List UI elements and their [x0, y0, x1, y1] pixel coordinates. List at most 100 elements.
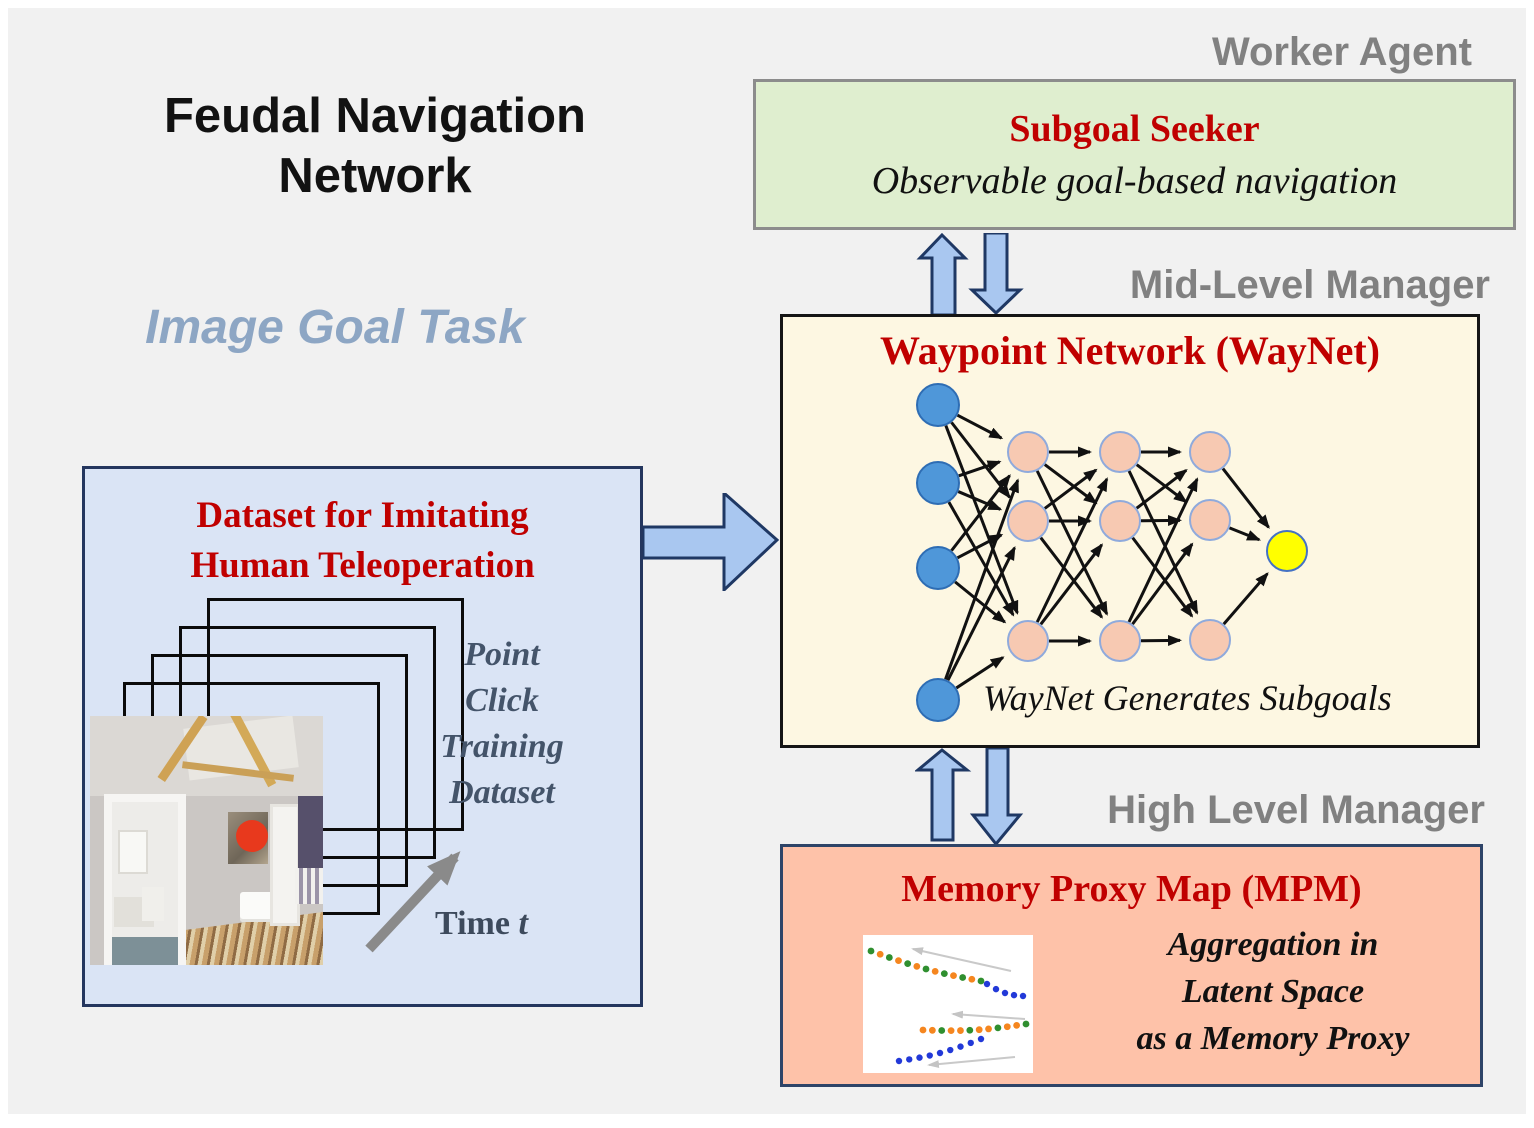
network-node [916, 678, 960, 722]
network-node [1266, 530, 1308, 572]
latent-point [926, 1052, 933, 1059]
down-arrow-icon [968, 233, 1024, 316]
network-node [916, 461, 960, 505]
latent-point [928, 1026, 936, 1034]
latent-point [1022, 1020, 1030, 1028]
latent-point [940, 970, 948, 977]
latent-point [947, 1046, 954, 1054]
latent-point [992, 985, 1000, 993]
subgoal-seeker-title: Subgoal Seeker [1009, 107, 1260, 150]
latent-point [938, 1027, 946, 1034]
latent-point [906, 1056, 913, 1063]
up-arrow-icon [916, 233, 969, 317]
dataset-title: Dataset for Imitating Human Teleoperatio… [85, 491, 640, 591]
photo-red-circle-art [236, 820, 268, 852]
latent-point [1010, 991, 1018, 999]
worker-mid-arrows [916, 233, 1024, 317]
photo-rug [112, 937, 178, 965]
mpm-caption: Aggregation in Latent Space as a Memory … [1073, 921, 1473, 1062]
mpm-caption-line3: as a Memory Proxy [1136, 1020, 1410, 1057]
time-arrow [365, 851, 461, 953]
latent-point [957, 1043, 964, 1050]
dataset-title-line1: Dataset for Imitating [196, 495, 529, 536]
mid-level-manager-label: Mid-Level Manager [1129, 263, 1490, 307]
mpm-title: Memory Proxy Map (MPM) [901, 868, 1362, 910]
worker-agent-label: Worker Agent [1211, 30, 1472, 74]
side-label-click: Click [465, 682, 539, 719]
latent-point [966, 1026, 974, 1034]
latent-point [895, 957, 902, 965]
high-level-manager-label: High Level Manager [1107, 788, 1485, 832]
mid-high-arrows [915, 748, 1024, 846]
latent-point [936, 1049, 944, 1057]
side-label-dataset: Dataset [449, 774, 555, 811]
down-arrow-icon [969, 748, 1024, 846]
network-node [1007, 500, 1049, 542]
mpm-caption-line2: Latent Space [1181, 973, 1365, 1010]
photo-chair [142, 887, 164, 921]
mpm-caption-line1: Aggregation in [1167, 926, 1379, 963]
network-node [1189, 499, 1231, 541]
latent-point [947, 1027, 955, 1035]
latent-point [968, 975, 976, 983]
up-arrow-icon [915, 748, 972, 842]
dataset-frame [207, 598, 464, 831]
latent-point [977, 1035, 985, 1043]
right-arrow-icon [643, 493, 779, 591]
mpm-box: Memory Proxy Map (MPM) Aggregation in La… [780, 844, 1483, 1087]
subgoal-seeker-box: Subgoal Seeker Observable goal-based nav… [753, 79, 1516, 230]
task-subtitle: Image Goal Task [145, 301, 525, 354]
latent-point [1003, 1023, 1011, 1031]
latent-point [867, 947, 875, 955]
latent-space-plot [863, 935, 1033, 1073]
latent-point [975, 1026, 983, 1034]
latent-point [967, 1039, 974, 1047]
latent-point [959, 974, 967, 981]
waynet-box: Waypoint Network (WayNet) WayNet Generat… [780, 314, 1480, 748]
time-variable: t [518, 905, 528, 942]
network-node [1007, 620, 1049, 662]
room-photo [90, 716, 323, 965]
dataset-to-waynet-arrow [643, 493, 779, 591]
page-title-line1: Feudal Navigation [163, 89, 586, 143]
photo-dark-room [298, 796, 323, 871]
network-node [1099, 431, 1141, 473]
latent-point [885, 954, 893, 961]
latent-point [1013, 1021, 1021, 1029]
time-label-text: Time [435, 905, 519, 942]
time-label: Time t [435, 905, 528, 943]
latent-point [950, 972, 957, 980]
network-node [1099, 500, 1141, 542]
photo-railing [295, 868, 323, 904]
latent-point [919, 1026, 927, 1034]
network-node [1099, 620, 1141, 662]
latent-point [916, 1054, 923, 1061]
latent-point [994, 1024, 1002, 1032]
side-label-point: Point [464, 636, 540, 673]
network-node [1189, 431, 1231, 473]
latent-point [931, 967, 939, 975]
latent-point [1001, 989, 1009, 997]
photo-right-door [270, 804, 300, 926]
latent-point [977, 977, 985, 985]
diagram-canvas: Feudal Navigation Network Image Goal Tas… [8, 8, 1526, 1114]
latent-point [983, 980, 991, 988]
network-node [1007, 431, 1049, 473]
network-node [916, 383, 960, 427]
latent-point [913, 962, 921, 970]
latent-point [957, 1027, 964, 1034]
dataset-side-labels: Point Click Training Dataset [412, 632, 592, 816]
latent-point [895, 1057, 903, 1065]
dataset-title-line2: Human Teleoperation [190, 545, 535, 586]
waynet-title: Waypoint Network (WayNet) [880, 328, 1380, 373]
latent-point [922, 965, 930, 973]
page-title: Feudal Navigation Network [65, 86, 685, 206]
latent-point [985, 1025, 992, 1033]
waynet-caption: WayNet Generates Subgoals [983, 678, 1392, 718]
latent-point [904, 960, 912, 967]
side-label-training: Training [440, 728, 564, 765]
latent-point [1019, 992, 1027, 1000]
network-node [1189, 619, 1231, 661]
latent-point [876, 950, 884, 958]
